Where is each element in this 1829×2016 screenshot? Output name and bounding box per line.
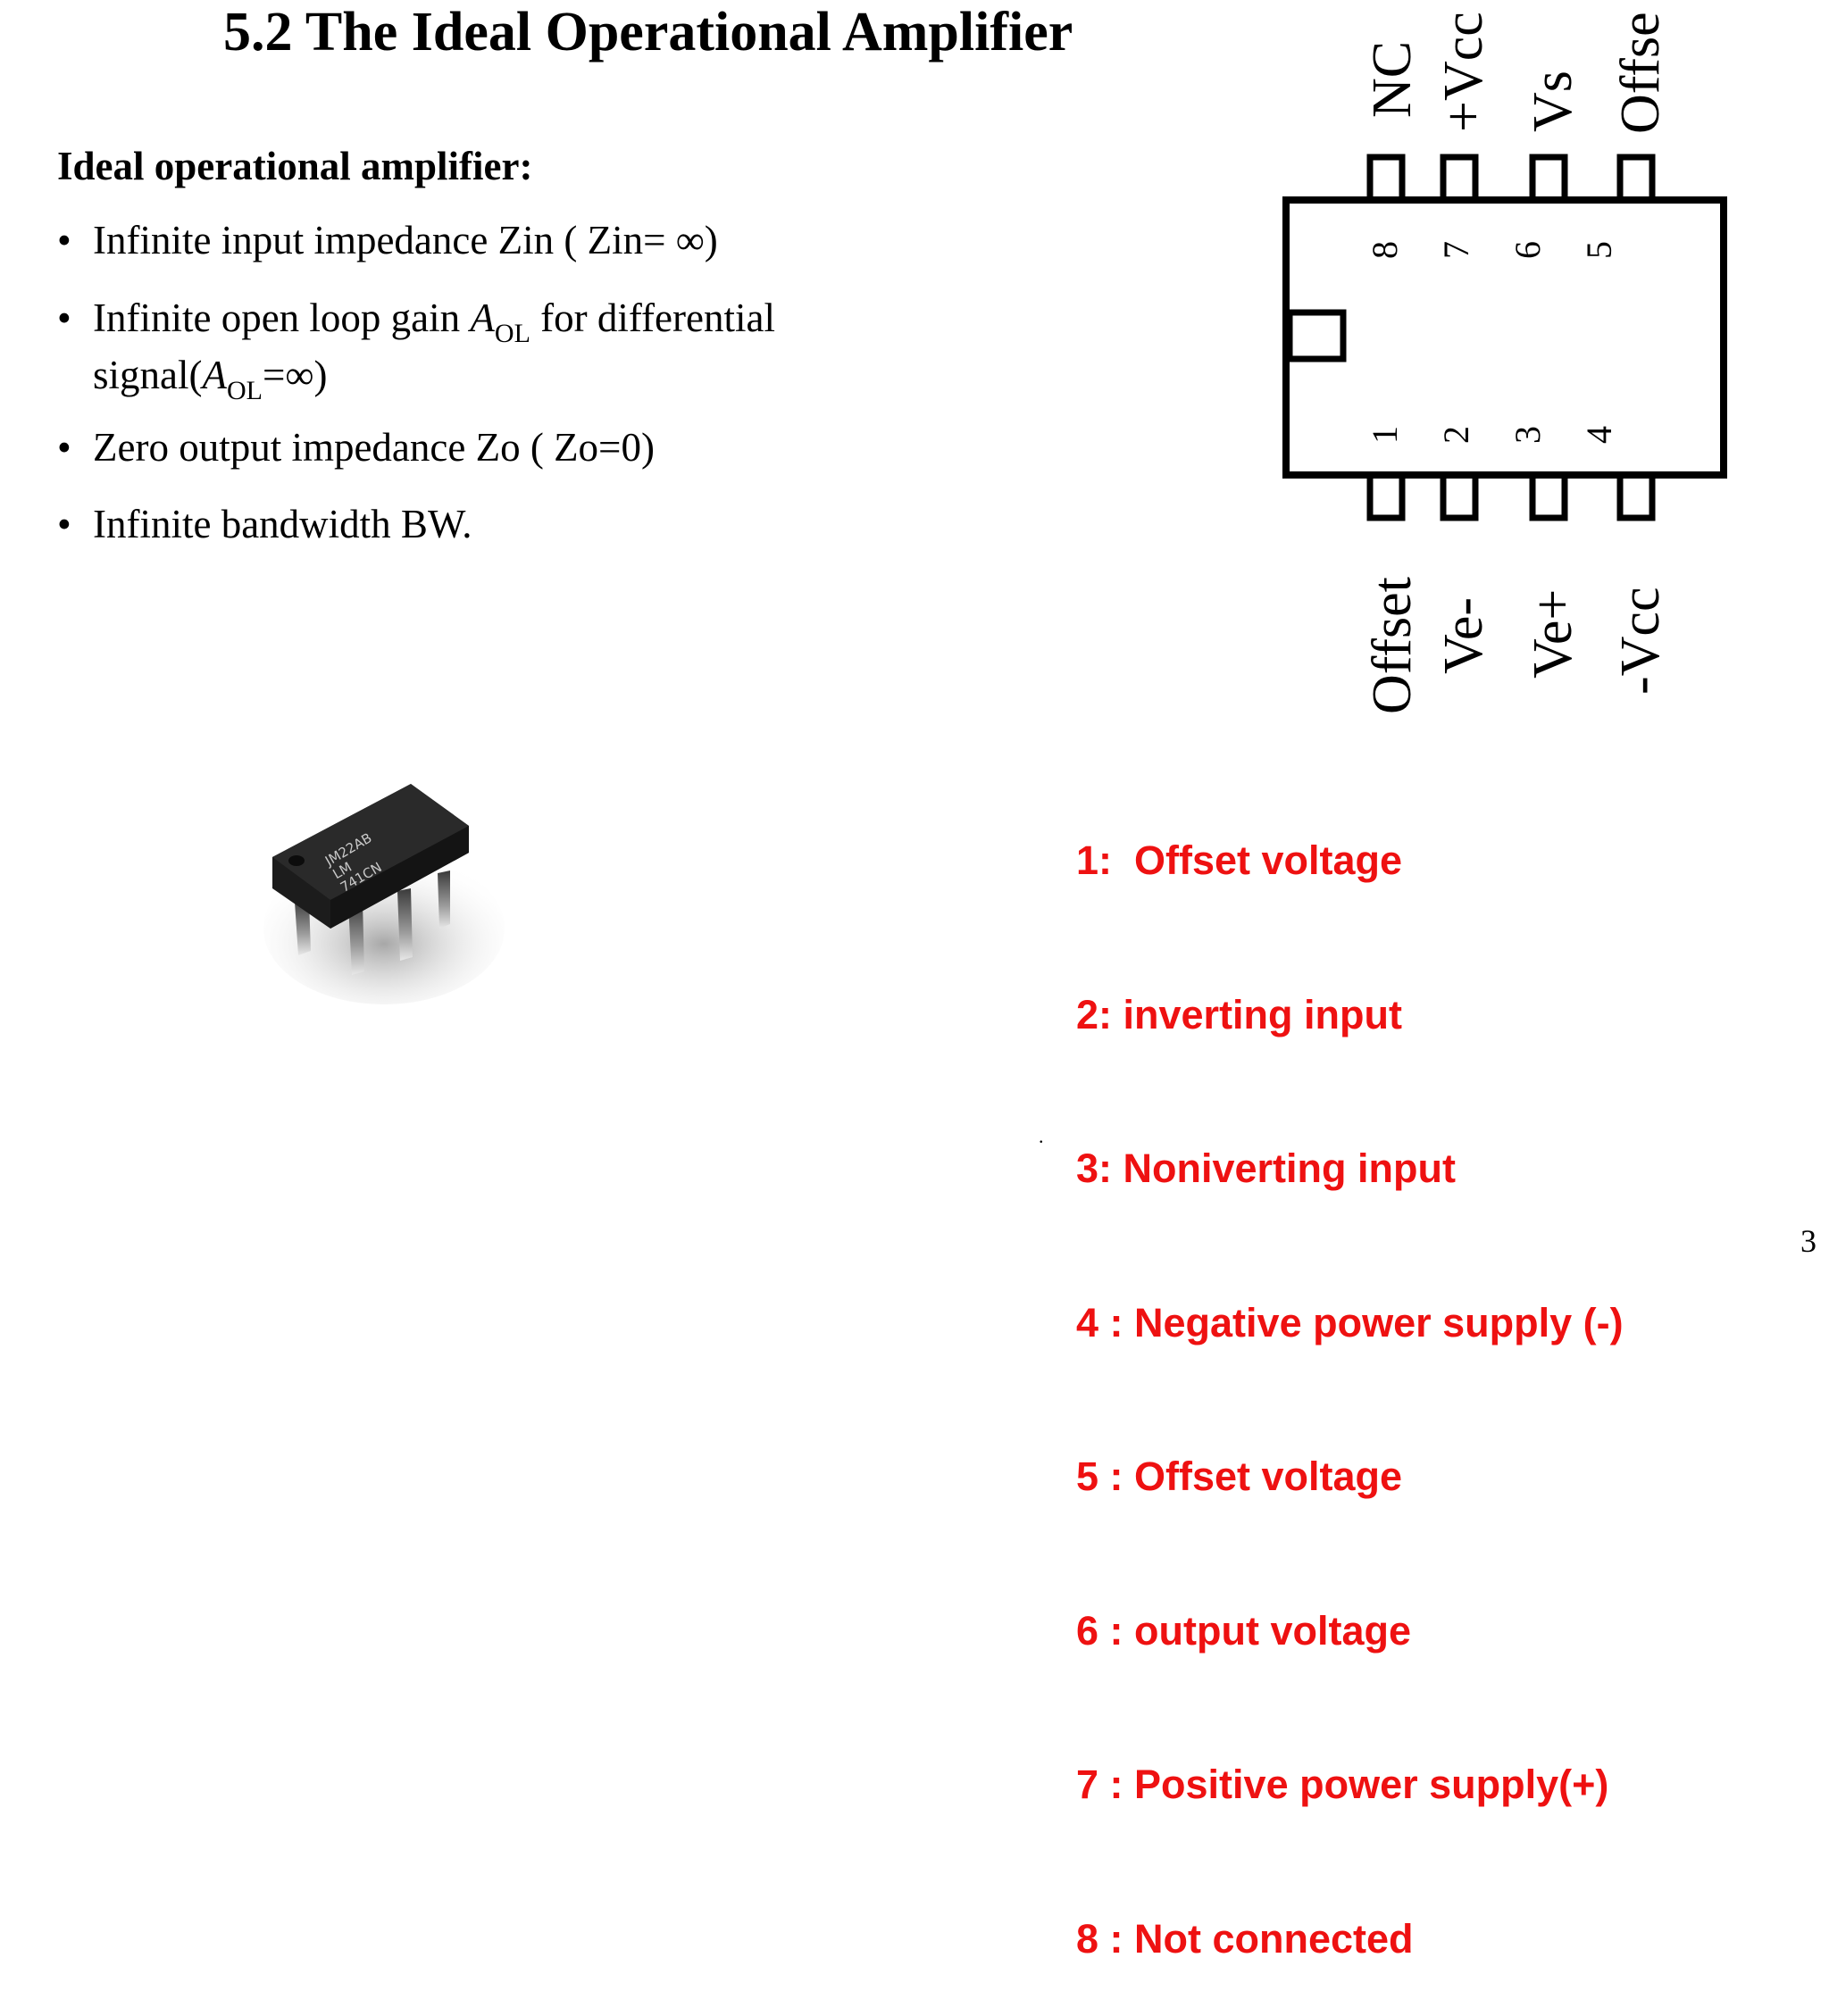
bullet-text-part: for differential: [530, 296, 775, 340]
bullet-text: Infinite input impedance Zin ( Zin= ∞): [93, 218, 718, 262]
bottom-pins: [1366, 471, 1656, 521]
pin-number-bottom: 3: [1507, 426, 1548, 444]
slide-title: 5.2 The Ideal Operational Amplifier: [223, 2, 1073, 62]
pin-description-item: 6 : output voltage: [1076, 1607, 1411, 1654]
pin-description-item: 5 : Offset voltage: [1076, 1454, 1403, 1499]
bullet-text: Infinite bandwidth BW.: [93, 502, 472, 546]
pin-description-list: 1: Offset voltage 2: inverting input 3: …: [1076, 732, 1624, 2016]
bullet-text-part: signal(: [93, 353, 203, 397]
ic-body-outline: [1282, 196, 1727, 479]
gain-subscript: OL: [494, 319, 530, 348]
bullet-item-open-loop-gain: •Infinite open loop gain AOL for differe…: [57, 292, 775, 405]
section-heading: Ideal operational amplifier:: [57, 144, 533, 188]
top-pins: [1366, 154, 1656, 204]
bullet-dot: •: [57, 425, 71, 470]
bullet-item-input-impedance: • Infinite input impedance Zin ( Zin= ∞): [57, 214, 718, 266]
pin-number-top: 5: [1579, 241, 1619, 259]
bullet-dot: •: [57, 218, 71, 262]
pin-number-top: 7: [1436, 241, 1476, 259]
bullet-item-bandwidth: • Infinite bandwidth BW.: [57, 498, 472, 550]
ic-notch: [1286, 309, 1347, 362]
gain-symbol: A: [470, 296, 495, 340]
bullet-dot: •: [57, 296, 71, 340]
bullet-text: Infinite open loop gain AOL for differen…: [93, 292, 775, 406]
pin-description-item: 3: Noniverting input: [1076, 1145, 1456, 1191]
bullet-item-output-impedance: • Zero output impedance Zo ( Zo=0): [57, 421, 655, 473]
pin-number-top: 6: [1507, 241, 1548, 259]
bullet-text-part: =∞): [262, 353, 328, 397]
pin-description-item: 1: Offset voltage: [1076, 837, 1403, 883]
op-amp-chip-photo: JM22AB LM 741CN: [263, 784, 505, 1004]
gain-subscript: OL: [226, 376, 263, 405]
pin-label-bottom: Offset: [1362, 577, 1423, 714]
pin-number-bottom: 4: [1579, 426, 1619, 444]
pin-label-bottom: Ve-: [1433, 597, 1494, 674]
pin-label-top: Vs: [1523, 71, 1583, 132]
bullet-text: Zero output impedance Zo ( Zo=0): [93, 425, 655, 470]
page-number: 3: [1800, 1223, 1816, 1259]
pin-description-item: 8 : Not connected: [1076, 1915, 1414, 1962]
pin-label-top: Offse: [1610, 12, 1671, 134]
pin-label-bottom: -Vcc: [1610, 587, 1671, 695]
gain-symbol: A: [202, 353, 227, 397]
pin-label-bottom: Ve+: [1523, 589, 1583, 679]
bullet-dot: •: [57, 502, 71, 546]
pin-number-bottom: 1: [1365, 426, 1405, 444]
pin-number-bottom: 2: [1436, 426, 1476, 444]
chip-legs: [295, 871, 450, 975]
bullet-text-part: Infinite open loop gain: [93, 296, 471, 340]
dip8-pinout-diagram: NC +Vcc Vs Offse 8 7 6 5 1 2 3 4 Offset …: [1282, 12, 1727, 714]
pin-description-item: 7 : Positive power supply(+): [1076, 1762, 1609, 1807]
pin-number-top: 8: [1365, 241, 1405, 259]
pin-description-item: 4 : Negative power supply (-): [1076, 1299, 1624, 1345]
pin-label-top: NC: [1362, 41, 1423, 118]
pin-label-top: +Vcc: [1433, 12, 1494, 132]
pin-description-item: 2: inverting input: [1076, 991, 1402, 1037]
stray-dot: .: [1039, 1125, 1044, 1147]
